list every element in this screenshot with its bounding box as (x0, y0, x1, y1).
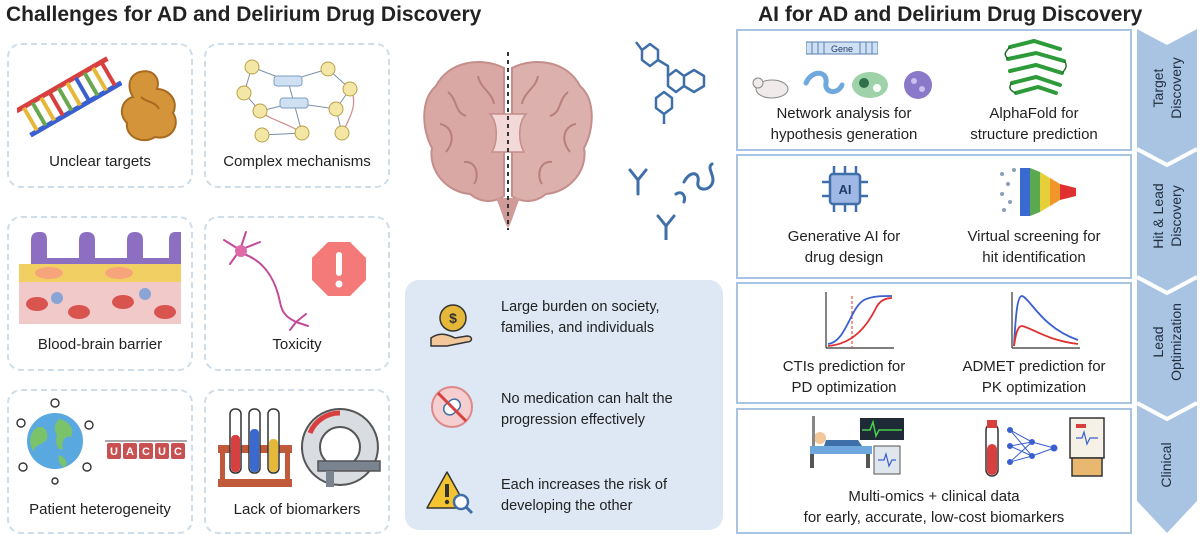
panel-clinical: Multi-omics + clinical data for early, a… (736, 408, 1132, 534)
stage-label-hit-lead-discovery: Hit & Lead Discovery (1149, 166, 1185, 266)
panel-3-left-line1: CTIs prediction for (782, 358, 906, 375)
panel-2-right-line1: Virtual screening for (967, 228, 1101, 245)
ai-chip-label: AI (839, 182, 852, 197)
card-label-unclear-targets: Unclear targets (49, 153, 151, 170)
mri-scanner-icon (300, 408, 381, 487)
stage-label-clinical: Clinical (1157, 415, 1177, 515)
panel-2-right-line2: hit identification (982, 249, 1086, 266)
right-section-title: AI for AD and Delirium Drug Discovery (758, 3, 1143, 26)
burden-item-2-line1: No medication can halt the (501, 391, 673, 407)
stage-2-line2: Discovery (1168, 185, 1184, 247)
burden-item-3: Each increases the risk of developing th… (501, 475, 667, 517)
rna-letter: U (158, 446, 166, 458)
card-label-patient-heterogeneity: Patient heterogeneity (29, 501, 171, 518)
rna-letter: A (126, 446, 134, 458)
panel-3-right-text: ADMET prediction for PK optimization (944, 356, 1124, 398)
burden-item-2: No medication can halt the progression e… (501, 389, 673, 431)
panel-2-right-text: Virtual screening for hit identification (944, 226, 1124, 268)
risk-warning-search-icon (426, 471, 474, 515)
dose-response-curve-icon (825, 292, 894, 349)
panel-hit-lead-discovery: AI Generative AI for drug design Virtual… (736, 154, 1132, 279)
panel-1-left-line1: Network analysis for (776, 105, 912, 122)
panel-1-right-line1: AlphaFold for (989, 105, 1079, 122)
panel-4-center-line2: for early, accurate, low-cost biomarkers (803, 509, 1065, 526)
panel-3-right-line1: ADMET prediction for (962, 358, 1106, 375)
panel-1-left-line2: hypothesis generation (770, 126, 918, 143)
panel-2-left-line1: Generative AI for (787, 228, 901, 245)
alphafold-protein-icon (1004, 38, 1067, 95)
test-tubes-icon (218, 408, 292, 487)
burden-item-2-line2: progression effectively (501, 412, 646, 428)
card-complex-mechanisms: Complex mechanisms (204, 43, 390, 188)
card-blood-brain-barrier: Blood-brain barrier (7, 216, 193, 371)
dna-icon (17, 56, 122, 138)
panel-1-left-text: Network analysis for hypothesis generati… (748, 103, 940, 145)
panel-target-discovery: Gene Network analysis for hypothesis gen… (736, 29, 1132, 151)
gene-network-icon (236, 59, 358, 143)
stage-label-lead-optimization: Lead Optimization (1149, 292, 1185, 392)
card-patient-heterogeneity: U A C U C Patient heterogeneity (7, 389, 193, 534)
panel-4-center-line1: Multi-omics + clinical data (848, 488, 1020, 505)
model-organisms-icon (752, 70, 932, 99)
protein-blob-icon (120, 70, 177, 142)
card-toxicity: Toxicity (204, 216, 390, 371)
omics-network-icon (985, 417, 1105, 477)
neuron-icon (223, 231, 309, 331)
panel-2-left-text: Generative AI for drug design (748, 226, 940, 268)
stage-2-line1: Hit & Lead (1150, 183, 1166, 249)
antibodies-icon (628, 162, 715, 240)
card-label-blood-brain-barrier: Blood-brain barrier (37, 336, 163, 353)
warning-octagon-icon (312, 242, 366, 296)
stage-progression-arrow (1137, 29, 1197, 533)
brain-cross-section-icon (423, 52, 593, 230)
card-label-complex-mechanisms: Complex mechanisms (223, 153, 371, 170)
left-section-title: Challenges for AD and Delirium Drug Disc… (6, 3, 482, 26)
rna-letter: U (110, 446, 118, 458)
stage-label-target-discovery: Target Discovery (1149, 38, 1185, 138)
card-lack-of-biomarkers: Lack of biomarkers (204, 389, 390, 534)
stage-4-line1: Clinical (1158, 442, 1174, 488)
burden-item-1-line2: families, and individuals (501, 320, 655, 336)
burden-box: $ Large burden on society, families, and… (405, 280, 723, 530)
rna-letter: C (142, 446, 150, 458)
rna-letter: C (174, 446, 182, 458)
card-label-toxicity: Toxicity (272, 336, 322, 353)
pk-concentration-curve-icon (1011, 292, 1080, 349)
panel-4-center-text: Multi-omics + clinical data for early, a… (748, 486, 1120, 528)
small-molecules-icon (635, 41, 706, 124)
panel-1-right-line2: structure prediction (970, 126, 1098, 143)
stage-3-line1: Lead (1150, 326, 1166, 358)
no-medication-icon (431, 386, 473, 428)
panel-3-right-line2: PK optimization (981, 379, 1087, 396)
gene-strip-icon: Gene (806, 41, 878, 55)
stage-1-line1: Target (1150, 68, 1166, 108)
ai-chip-icon: AI (822, 166, 868, 212)
blood-brain-barrier-icon (19, 232, 181, 324)
panel-3-left-line2: PD optimization (791, 379, 897, 396)
panel-3-left-text: CTIs prediction for PD optimization (748, 356, 940, 398)
panel-2-left-line2: drug design (804, 249, 884, 266)
stage-1-line2: Discovery (1168, 57, 1184, 119)
stage-3-line2: Optimization (1168, 303, 1184, 381)
gene-strip-label: Gene (831, 44, 853, 54)
virtual-screening-funnel-icon (1000, 168, 1076, 216)
panel-1-right-text: AlphaFold for structure prediction (944, 103, 1124, 145)
svg-text:$: $ (449, 310, 457, 326)
patient-monitor-icon (810, 416, 904, 475)
burden-item-1-line1: Large burden on society, (501, 299, 660, 315)
card-unclear-targets: Unclear targets (7, 43, 193, 188)
globe-people-icon (16, 398, 94, 485)
card-label-lack-of-biomarkers: Lack of biomarkers (233, 501, 361, 518)
rna-sequence-icon: U A C U C (105, 440, 187, 459)
burden-item-3-line1: Each increases the risk of (501, 477, 668, 493)
money-hand-icon: $ (430, 304, 473, 347)
panel-lead-optimization: CTIs prediction for PD optimization ADME… (736, 282, 1132, 404)
burden-item-1: Large burden on society, families, and i… (501, 297, 660, 339)
burden-item-3-line2: developing the other (501, 498, 633, 514)
